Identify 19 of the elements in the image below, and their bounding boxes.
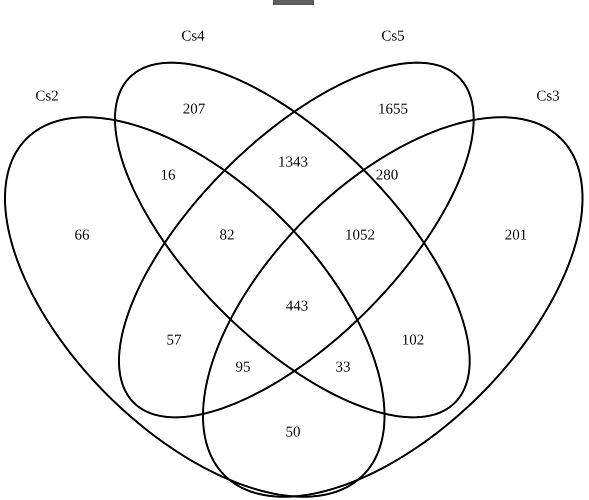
region-count: 33 [336,360,350,376]
set-label: Cs3 [536,88,560,106]
region-count: 201 [504,228,528,244]
region-count: 95 [236,360,250,376]
set-label: Cs4 [181,28,205,46]
region-count: 443 [286,298,308,316]
region-count: 57 [166,332,182,350]
region-count: 1052 [345,228,375,244]
set-label: Cs2 [35,88,59,106]
region-count: 16 [160,168,176,184]
region-count: 66 [74,228,90,244]
region-count: 1343 [278,154,308,172]
region-count: 207 [182,102,206,118]
region-count: 50 [286,424,300,442]
region-count: 1655 [378,102,408,118]
region-count: 280 [376,168,398,184]
region-count: 82 [220,228,234,244]
set-label: Cs5 [381,28,405,46]
region-count: 102 [402,332,424,350]
